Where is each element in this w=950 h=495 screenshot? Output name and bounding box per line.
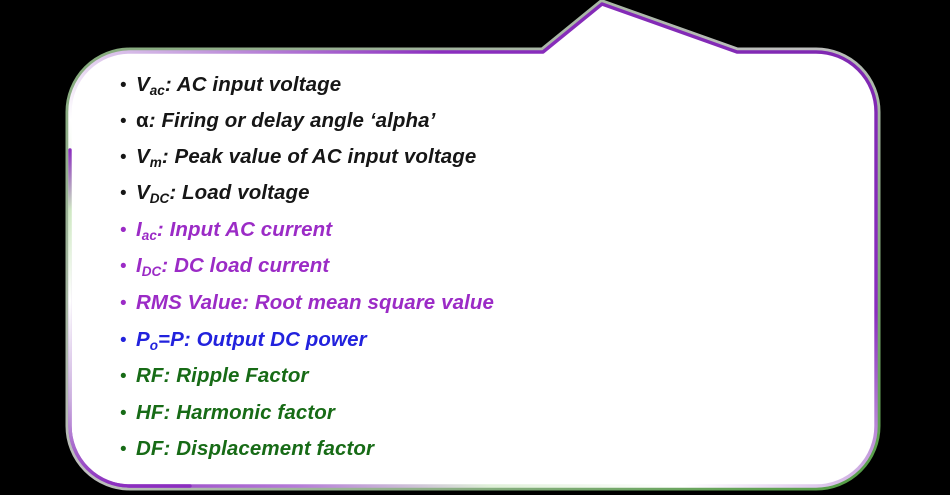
bullet-item-v-m: Vm: Peak value of AC input voltage [136,145,477,170]
symbol: I [136,218,142,241]
bullet-item-hf: HF: Harmonic factor [136,401,335,425]
definition: DC load current [174,254,330,277]
bullet-item-v-ac: Vac: AC input voltage [136,73,342,98]
symbol: RF [136,364,164,387]
symbol: I [136,254,142,277]
separator: : [169,181,183,204]
definition: Load voltage [182,181,310,204]
bullet-point-icon: • [120,256,127,277]
definition: Displacement factor [176,437,375,460]
bullet-point-icon: • [120,293,127,314]
bullet-item-alpha: α: Firing or delay angle ‘alpha’ [136,109,436,133]
definition: Input AC current [169,218,333,241]
bullet-point-icon: • [120,183,127,204]
separator: : [163,401,177,424]
subscript: m [149,154,162,170]
symbol: DF [136,437,164,460]
bullet-point-icon: • [120,330,127,351]
subscript: DC [141,263,162,279]
definition: Firing or delay angle ‘alpha’ [161,109,436,132]
separator: : [161,254,175,277]
bullet-item-p-o: Po=P: Output DC power [136,328,367,353]
list-item: • α: Firing or delay angle ‘alpha’ [120,109,436,133]
list-item: • Vac: AC input voltage [120,73,342,98]
separator: : [242,291,255,314]
subscript: o [149,337,159,353]
bullet-point-icon: • [120,220,127,241]
symbol: HF [136,401,164,424]
separator: : [163,364,177,387]
list-item: • Iac: Input AC current [120,218,333,243]
bullet-point-icon: • [120,111,127,132]
subscript: ac [149,82,165,98]
definition: Peak value of AC input voltage [174,145,477,168]
separator: : [161,145,175,168]
list-item: • DF: Displacement factor [120,437,375,461]
list-item: • Vm: Peak value of AC input voltage [120,145,477,170]
bullet-item-v-dc: VDC: Load voltage [136,181,310,206]
list-item: • RF: Ripple Factor [120,364,309,388]
subscript: ac [141,227,157,243]
separator: : [156,218,170,241]
symbol: P [136,328,150,351]
definition: Output DC power [196,328,367,351]
bullet-item-i-ac: Iac: Input AC current [136,218,333,243]
separator: : [164,73,177,96]
bullet-item-rf: RF: Ripple Factor [136,364,309,388]
symbol: V [136,145,150,168]
definition: Ripple Factor [176,364,309,387]
bullet-point-icon: • [120,439,127,460]
bullet-point-icon: • [120,403,127,424]
definition: AC input voltage [176,73,342,96]
subscript: DC [149,190,170,206]
list-item: • VDC: Load voltage [120,181,310,206]
separator: : [163,437,177,460]
symbol: RMS Value [136,291,243,314]
definition: Harmonic factor [176,401,335,424]
separator: : [148,109,162,132]
list-item: • HF: Harmonic factor [120,401,335,425]
bullet-point-icon: • [120,366,127,387]
bullet-point-icon: • [120,147,127,168]
symbol: V [136,181,150,204]
bullet-point-icon: • [120,75,127,96]
list-item: • Po=P: Output DC power [120,328,367,353]
separator: =P: [158,328,197,351]
bullet-item-rms-value: RMS Value: Root mean square value [136,291,494,315]
definition: Root mean square value [254,291,494,314]
list-item: • IDC: DC load current [120,254,330,279]
bullet-item-df: DF: Displacement factor [136,437,375,461]
bullet-item-i-dc: IDC: DC load current [136,254,330,279]
list-item: • RMS Value: Root mean square value [120,291,494,315]
symbol: V [136,73,150,96]
symbol: α [136,109,149,132]
